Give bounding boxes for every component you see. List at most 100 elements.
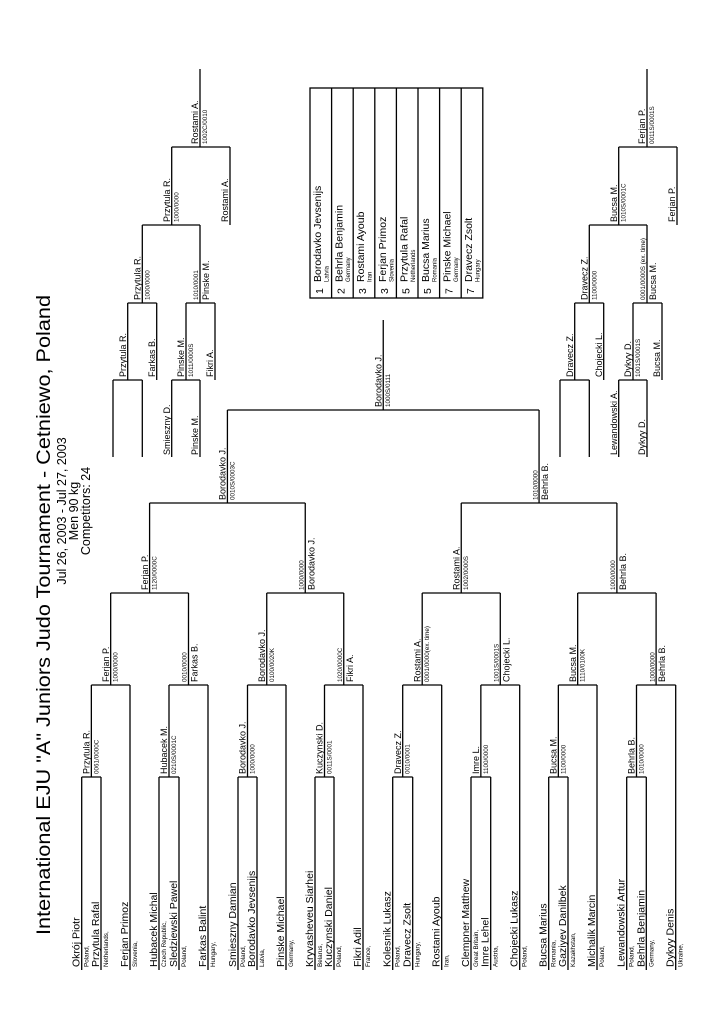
match-score: 1110/0100K (580, 648, 587, 682)
entrant-name: Lewandowski Artur (616, 878, 628, 967)
entrant-country: Poland, (181, 945, 188, 967)
match-score: 1002C/0010 (202, 109, 209, 144)
winner-name: Smieszny D. (162, 404, 172, 455)
entrant-country: Ukraine, (678, 943, 685, 967)
match-score: 0010/0000 (182, 652, 189, 682)
match-score: 1020/0000C (337, 647, 344, 682)
match-score: 0210S/0001C (171, 735, 178, 774)
winner-name: Lewandowski A. (609, 390, 619, 455)
entrant-name: Okrój Piotr (71, 917, 83, 967)
winner-name: Bucsa M. (609, 184, 619, 222)
match-score: 0010S/0003C (229, 461, 236, 500)
match-score: 1001S/0001S (493, 644, 500, 682)
winner-name: Borodavko J. (373, 354, 383, 407)
entrant-country: Belarus, (317, 944, 324, 967)
entrant-country: Kazakhstan, (570, 932, 577, 967)
match-score: 1000/0000 (649, 652, 656, 682)
winner-name: Behrla B. (657, 645, 667, 682)
entrant-name: Kuczynski Daniel (323, 887, 335, 967)
match-score: 1000/0000 (298, 560, 305, 590)
winner-name: Chojecki L. (594, 332, 604, 377)
winner-name: Dykyy D. (637, 419, 647, 455)
entrant-name: Kryvasheveu Siarhei (304, 871, 316, 967)
result-country: Slovenia (389, 258, 395, 282)
match-score: 0010/0001 (405, 744, 412, 774)
entrant-country: Poland, (522, 945, 529, 967)
entrant-country: Czech Republic, (161, 921, 168, 967)
entrant-country: Romania, (551, 940, 558, 967)
winner-name: Bucsa M. (648, 262, 658, 300)
entrant-name: Sledziewski Pawel (168, 881, 180, 967)
entrant-name: Behrla Benjamin (635, 890, 647, 967)
entrant-country: Poland, (629, 945, 636, 967)
winner-name: Kuczynski D. (315, 722, 325, 774)
match-score: 1000/0000 (113, 652, 120, 682)
entrant-name: Dravecz Zsolt (402, 903, 414, 967)
match-score: 0100/0020K (269, 647, 276, 682)
result-place: 2 (336, 288, 348, 294)
tournament-dates: Jul 26, 2003 - Jul 27, 2003 (55, 437, 69, 584)
match-score: 1000/0000 (144, 270, 151, 300)
entrant-name: Kolesnik Lukasz (382, 891, 394, 967)
winner-name: Bucsa M. (652, 339, 662, 377)
winner-name: Farkas B. (147, 338, 157, 377)
entrant-name: Clempner Matthew (460, 878, 472, 967)
entrant-name: Hubacek Michal (148, 892, 160, 967)
match-score: 0061/0000C (93, 739, 100, 774)
match-score: 1100/0000 (591, 270, 598, 300)
winner-name: Ferjan P. (667, 187, 677, 222)
entrant-country: Hungary, (210, 942, 217, 967)
match-score: 1002/0000S (463, 556, 470, 590)
winner-name: Rostami A. (190, 100, 200, 144)
result-name: Pinske Michael (442, 211, 454, 282)
match-score: 1010/0000 (532, 470, 539, 500)
entrant-name: Borodavko Jevsenijs (246, 871, 258, 967)
entrant-country: Poland, (240, 945, 247, 967)
winner-name: Przytula R. (133, 256, 143, 300)
entrant-name: Imre Lehel (480, 917, 492, 967)
bracket-lines (81, 69, 678, 970)
result-place: 1 (314, 288, 326, 294)
result-name: Bucsa Marius (420, 218, 432, 282)
entrant-country: Iran, (444, 954, 451, 967)
winner-name: Borodavko J. (306, 537, 316, 590)
winner-name: Dravecz Z. (565, 333, 575, 377)
weight-category: Men 90 kg (67, 482, 81, 540)
match-score: 0001/0000S (ex. time) (640, 238, 647, 300)
entrant-country: Germany, (288, 940, 295, 967)
entrant-country: Germany, (648, 940, 655, 967)
match-score: 1010/0001 (193, 270, 200, 300)
winner-name: Pinske M. (201, 260, 211, 300)
winner-name: Dykyy D. (623, 341, 633, 377)
match-score: 1000/0000 (174, 192, 181, 222)
entrant-name: Fikri Adil (352, 927, 364, 967)
result-country: Germany (346, 257, 352, 282)
match-score: 1010/0000 (639, 744, 646, 774)
result-country: Romania (433, 257, 439, 282)
match-score: 1100/0000 (483, 744, 490, 774)
winner-name: Dravecz Z. (393, 730, 403, 774)
entrant-name: Smieszny Damian (227, 882, 239, 967)
result-name: Dravecz Zsolt (463, 218, 475, 282)
winner-name: Rostami A. (451, 546, 461, 590)
result-place: 5 (422, 288, 434, 294)
winner-name: Przytula R. (118, 333, 128, 377)
winner-name: Bucsa M. (568, 644, 578, 682)
entrant-country: Poland, (395, 945, 402, 967)
entrant-name: Gaziyev Danilbek (557, 885, 569, 967)
entrant-country: Poland, (336, 945, 343, 967)
winner-name: Pinske M. (190, 415, 200, 455)
winner-name: Borodavko J. (238, 721, 248, 774)
result-name: Ferjan Primoz (377, 217, 389, 282)
entrant-name: Ferjan Primoz (119, 902, 131, 967)
result-country: Iran (368, 272, 374, 282)
winner-name: Borodavko J. (218, 447, 228, 500)
entrant-country: France, (365, 945, 372, 967)
tournament-title: International EJU "A" Juniors Judo Tourn… (34, 295, 55, 935)
entrant-country: Latvia, (259, 948, 266, 967)
winner-name: Farkas B. (190, 643, 200, 682)
match-score: 1001S/0001S (635, 339, 642, 377)
